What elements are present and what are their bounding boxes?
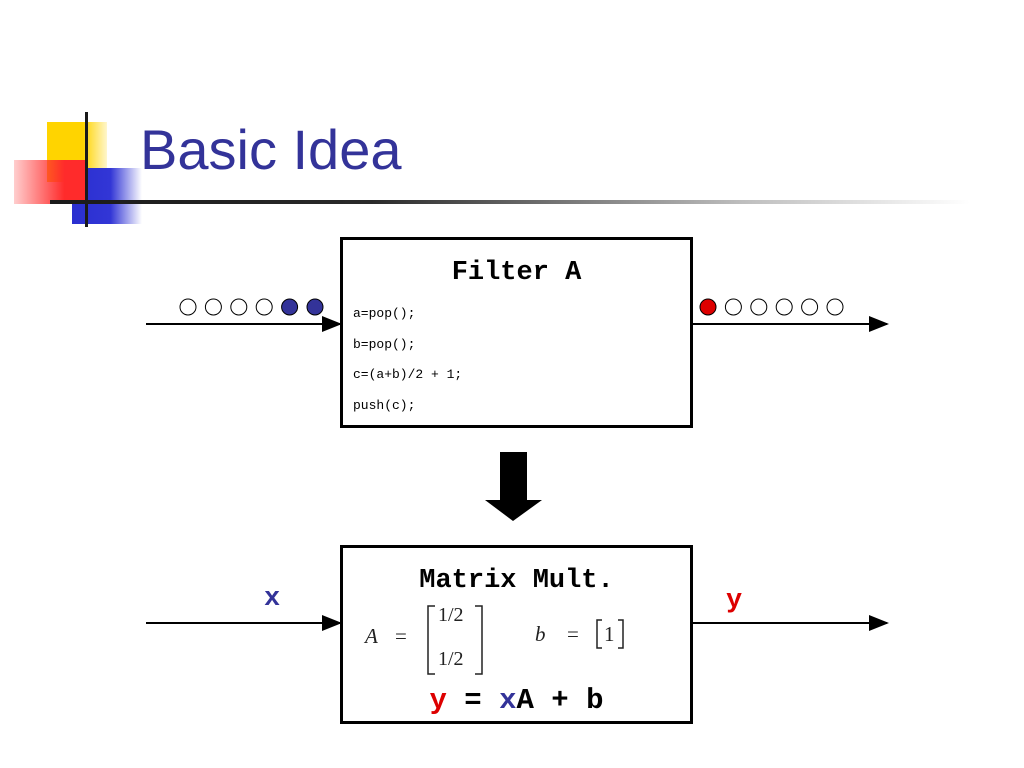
vector-b-entry: 1 bbox=[604, 622, 615, 646]
title-decoration-red bbox=[14, 160, 86, 204]
code-line: b=pop(); bbox=[353, 337, 416, 352]
equation-y: y bbox=[429, 684, 447, 717]
matrix-box: Matrix Mult. A = 1/2 1/2 b = 1 y = xA + … bbox=[340, 545, 693, 724]
filter-title: Filter A bbox=[451, 258, 582, 288]
queue-item-empty bbox=[255, 298, 273, 316]
code-line: c=(a+b)/2 + 1; bbox=[353, 367, 463, 382]
queue-item-empty bbox=[724, 298, 742, 316]
input-label-x: x bbox=[264, 584, 281, 614]
queue-item-empty bbox=[230, 298, 248, 316]
queue-item-empty bbox=[826, 298, 844, 316]
title-underline bbox=[50, 200, 970, 204]
matrix-title: Matrix Mult. bbox=[419, 566, 614, 596]
queue-item-empty bbox=[204, 298, 222, 316]
vector-b-equals: = bbox=[567, 622, 579, 646]
transform-down-arrow bbox=[485, 452, 542, 521]
equation-rest: A + b bbox=[516, 684, 604, 717]
vector-b-brackets bbox=[596, 619, 624, 649]
matrix-a-equals: = bbox=[395, 624, 407, 648]
matrix-a-symbol: A bbox=[365, 624, 378, 648]
output-queue bbox=[699, 298, 844, 316]
equation: y = xA + b bbox=[343, 684, 690, 717]
matrix-a-bottom-entry: 1/2 bbox=[438, 648, 464, 670]
input-queue bbox=[179, 298, 324, 316]
output-label-y: y bbox=[726, 586, 743, 616]
queue-item-empty bbox=[801, 298, 819, 316]
code-line: push(c); bbox=[353, 398, 416, 413]
queue-item-filled bbox=[281, 298, 299, 316]
code-line: a=pop(); bbox=[353, 306, 416, 321]
vector-b-symbol: b bbox=[535, 622, 546, 646]
matrix-a-brackets bbox=[427, 605, 483, 675]
equation-x: x bbox=[499, 684, 517, 717]
queue-item-empty bbox=[179, 298, 197, 316]
queue-item-empty bbox=[750, 298, 768, 316]
matrix-a-top-entry: 1/2 bbox=[438, 604, 464, 626]
equation-equals: = bbox=[446, 684, 500, 717]
queue-item-empty bbox=[775, 298, 793, 316]
slide-title: Basic Idea bbox=[140, 118, 402, 181]
filter-box: Filter A a=pop(); b=pop(); c=(a+b)/2 + 1… bbox=[340, 237, 693, 428]
title-decoration-vertical-line bbox=[85, 112, 88, 227]
queue-item-filled bbox=[306, 298, 324, 316]
queue-item-filled bbox=[699, 298, 717, 316]
